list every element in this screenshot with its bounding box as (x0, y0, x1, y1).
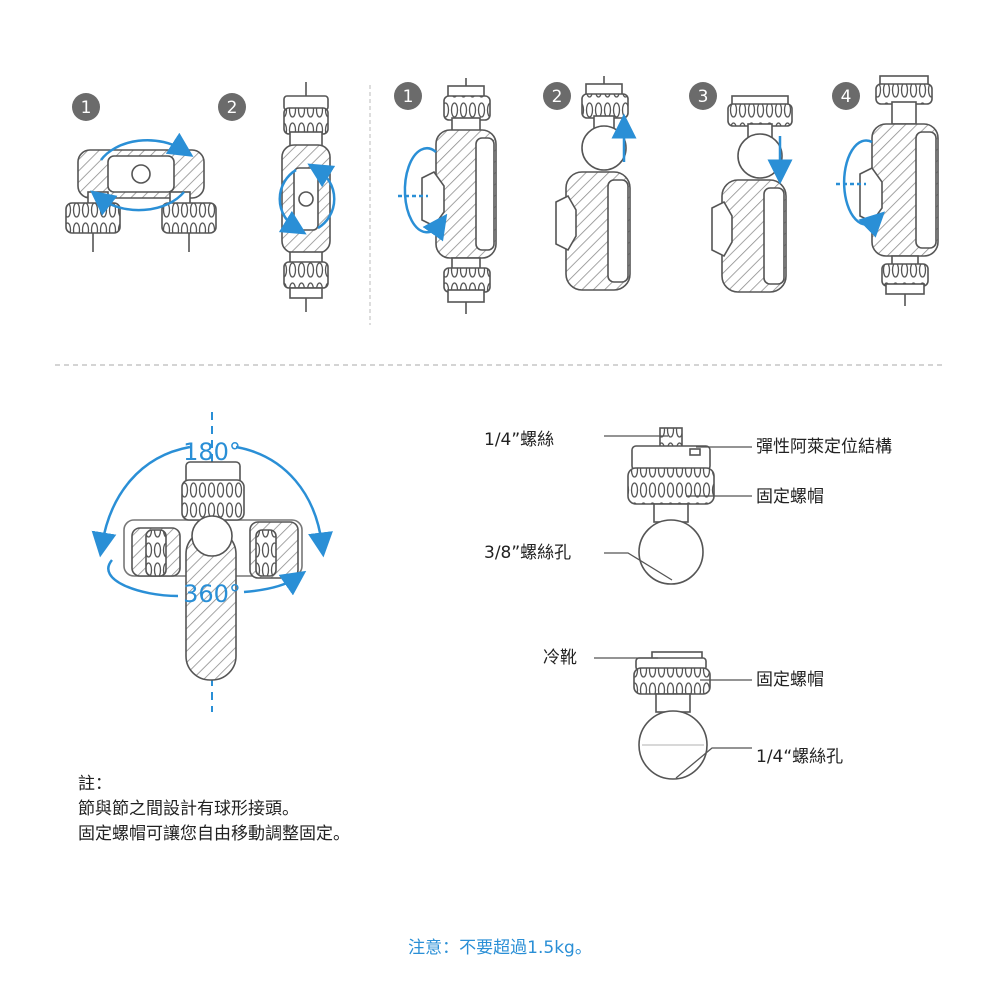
step-badge-left-2: 2 (218, 93, 246, 121)
notes-block: 註： 節與節之間設計有球形接頭。 固定螺帽可讓您自由移動調整固定。 (78, 772, 350, 847)
rotate-arrow-icon (836, 139, 886, 238)
clamp-vertical-illustration (281, 82, 331, 312)
arm-ball-insert-illustration (711, 95, 793, 293)
label-spring-lock: 彈性阿萊定位結構 (756, 437, 892, 457)
svg-text:1: 1 (403, 87, 414, 107)
step-badge-right-2: 2 (543, 82, 571, 110)
step-badge-left-1: 1 (72, 93, 100, 121)
svg-text:2: 2 (227, 98, 238, 118)
rotation-arcs (91, 445, 333, 598)
label-screw: 1/4”螺絲 (484, 430, 555, 450)
rotation-180-label: 180° (183, 438, 241, 466)
label-nut-top: 固定螺帽 (756, 487, 824, 507)
label-hole-14: 1/4“螺絲孔 (756, 747, 844, 767)
step-badge-right-3: 3 (689, 82, 717, 110)
rotation-illustration (123, 412, 303, 712)
step-badge-right-1: 1 (394, 82, 422, 110)
rotate-arrow-icon (90, 132, 194, 216)
callout-lines-bottom (594, 657, 752, 779)
rotation-360-label: 360° (183, 580, 241, 608)
note-heading: 註： (78, 774, 112, 794)
step-badge-right-4: 4 (832, 82, 860, 110)
callout-lines-top (604, 435, 752, 581)
label-nut-bottom: 固定螺帽 (756, 670, 824, 690)
arm-shoe-assembled-illustration (859, 75, 939, 306)
svg-text:3: 3 (698, 87, 709, 107)
ball-head-screw-illustration (627, 427, 715, 585)
rotate-arrow-icon (278, 163, 336, 235)
label-hole-38: 3/8”螺絲孔 (484, 543, 572, 563)
note-line: 節與節之間設計有球形接頭。 (78, 799, 299, 819)
note-line: 固定螺帽可讓您自由移動調整固定。 (78, 824, 350, 844)
ball-head-shoe-illustration (633, 651, 711, 780)
svg-text:1: 1 (81, 98, 92, 118)
svg-text:4: 4 (841, 87, 852, 107)
label-cold-shoe: 冷靴 (543, 648, 577, 668)
arm-ball-removed-illustration (555, 76, 631, 291)
arm-assembled-illustration (421, 78, 497, 314)
weight-warning: 注意：不要超過1.5kg。 (408, 938, 592, 958)
rotate-arrow-icon (398, 147, 448, 242)
svg-text:2: 2 (552, 87, 563, 107)
clamp-horizontal-illustration (65, 149, 217, 252)
